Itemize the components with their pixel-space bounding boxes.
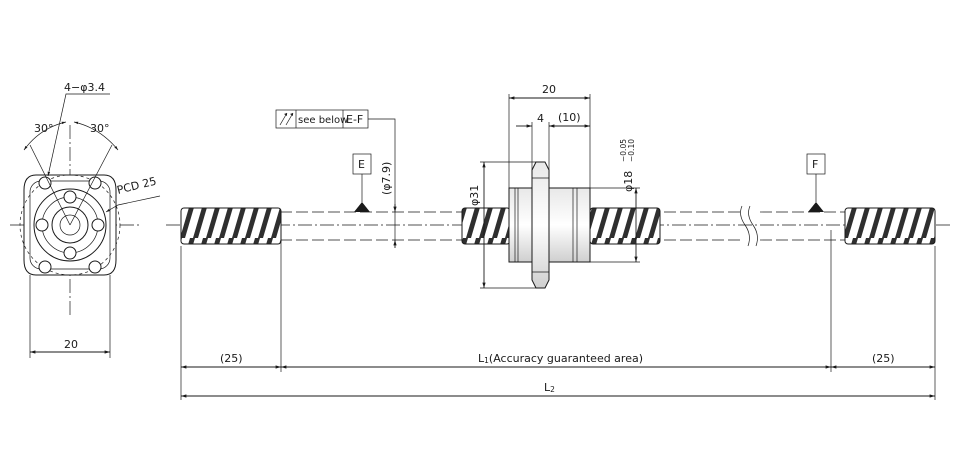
angle-left-label: 30° — [34, 122, 54, 135]
flange-thickness-label: 4 — [537, 112, 544, 125]
flange-inner-face — [29, 180, 111, 270]
nut-offset-label: (10) — [558, 111, 581, 124]
end-view: 30° 30° 4−φ3.4 PCD 25 20 — [10, 81, 161, 358]
datum-f: F — [806, 153, 826, 212]
hole-top-left — [38, 176, 52, 190]
datum-e: E — [352, 153, 372, 212]
angle-right-label: 30° — [90, 122, 110, 135]
thread-segment-nut-right — [589, 207, 661, 245]
nut-body-left — [508, 187, 533, 263]
flange-diameter-label: φ31 — [468, 185, 481, 206]
thread-segment-right — [844, 207, 936, 245]
shaft-core — [59, 214, 81, 236]
runout-note-label: see below — [298, 115, 348, 126]
shaft-break-symbol-2 — [748, 205, 758, 247]
mounting-holes — [35, 176, 105, 274]
l1-label: L1(Accuracy guaranteed area) — [478, 352, 643, 365]
side-view: E F see below E-F — [166, 83, 950, 400]
thread-segment-left — [180, 207, 282, 245]
datum-e-label: E — [358, 158, 365, 171]
datum-e-triangle-icon — [354, 202, 370, 212]
nut-length-label: 20 — [542, 83, 556, 96]
angle-arc-left — [23, 121, 67, 151]
nut-tol-upper: −0.05 — [619, 139, 628, 162]
runout-tolerance-frame: see below E-F — [275, 109, 396, 208]
overall-dimensions: (25) L1(Accuracy guaranteed area) (25) L… — [180, 230, 936, 400]
datum-f-triangle-icon — [808, 202, 824, 212]
hole-callout-label: 4−φ3.4 — [64, 81, 105, 94]
nut-diameter-label: φ18 — [622, 171, 635, 192]
pcd-callout-leader — [105, 195, 161, 213]
end-width-label: 20 — [64, 338, 78, 351]
flange-thickness-dim: 4 (10) — [516, 111, 590, 170]
hole-top-right — [88, 176, 102, 190]
angle-ref-left — [29, 144, 71, 226]
hole-bottom — [63, 246, 77, 260]
nut-length-dim: 20 — [508, 83, 591, 188]
ball-nut — [508, 161, 591, 289]
l2-label: L2 — [544, 381, 555, 394]
nut-tol-lower: −0.10 — [627, 139, 636, 162]
pcd-circle — [19, 174, 121, 276]
hole-bottom-left — [38, 260, 52, 274]
nut-body-right — [548, 187, 591, 263]
thread-segment-nut-left — [461, 207, 511, 245]
nut-diameter-dim: φ18 −0.05 −0.10 — [590, 139, 640, 263]
runout-datum-ref: E-F — [346, 113, 363, 126]
datum-f-label: F — [812, 158, 818, 171]
pcd-label: PCD 25 — [116, 175, 158, 197]
hole-bottom-right — [88, 260, 102, 274]
runout-leader — [368, 118, 396, 208]
nut-flange — [531, 161, 550, 289]
hole-callout-leader — [47, 93, 110, 177]
circular-runout-icon — [279, 112, 294, 126]
flange-diameter-dim: φ31 — [468, 161, 536, 289]
shaft-diameter-label: (φ7.9) — [380, 162, 393, 195]
datum-e-box — [352, 153, 372, 175]
hole-top — [63, 190, 77, 204]
right-margin-label: (25) — [872, 352, 895, 365]
angle-arc-right — [73, 121, 119, 151]
hole-left — [35, 218, 49, 232]
shaft-break-symbol — [740, 205, 750, 247]
left-margin-label: (25) — [220, 352, 243, 365]
angle-ref-right — [69, 144, 113, 226]
datum-f-box — [806, 153, 826, 175]
hole-right — [91, 218, 105, 232]
shaft-diameter-dim: (φ7.9) — [380, 162, 397, 248]
